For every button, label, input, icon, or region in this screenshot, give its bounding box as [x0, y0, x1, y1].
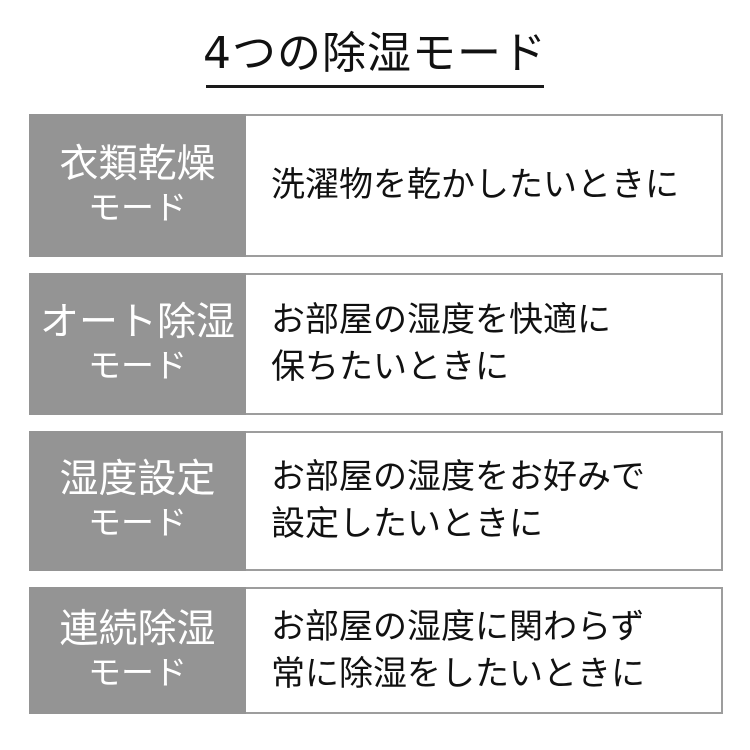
- mode-label-main: 連続除湿: [59, 606, 216, 652]
- mode-label-sub: モード: [88, 187, 187, 227]
- mode-description-cell: 洗濯物を乾かしたいときに: [246, 114, 723, 257]
- title-underline-rule: [206, 85, 544, 88]
- mode-list: 衣類乾燥 モード 洗濯物を乾かしたいときに オート除湿 モード お部屋の湿度を快…: [29, 114, 723, 714]
- mode-row: 連続除湿 モード お部屋の湿度に関わらず 常に除湿をしたいときに: [29, 587, 723, 714]
- mode-label-sub: モード: [88, 503, 187, 542]
- mode-label-cell: 連続除湿 モード: [29, 587, 246, 714]
- mode-description-line: 常に除湿をしたいときに: [271, 653, 645, 694]
- mode-label-sub: モード: [88, 652, 187, 692]
- mode-row: オート除湿 モード お部屋の湿度を快適に 保ちたいときに: [29, 273, 723, 415]
- mode-description-cell: お部屋の湿度をお好みで 設定したいときに: [246, 431, 723, 571]
- mode-label-cell: 湿度設定 モード: [29, 431, 246, 571]
- mode-label-sub: モード: [88, 346, 187, 385]
- mode-description-line: 設定したいときに: [271, 504, 543, 544]
- mode-description-line: 洗濯物を乾かしたいときに: [271, 165, 679, 205]
- mode-description-line: お部屋の湿度に関わらず: [271, 606, 645, 647]
- mode-label-main: 湿度設定: [59, 457, 216, 502]
- page-title: 4つの除湿モード: [203, 28, 547, 79]
- mode-label-cell: 衣類乾燥 モード: [29, 114, 246, 257]
- mode-row: 湿度設定 モード お部屋の湿度をお好みで 設定したいときに: [29, 431, 723, 571]
- mode-row: 衣類乾燥 モード 洗濯物を乾かしたいときに: [29, 114, 723, 257]
- mode-label-cell: オート除湿 モード: [29, 273, 246, 415]
- mode-label-main: オート除湿: [39, 300, 235, 345]
- mode-label-main: 衣類乾燥: [59, 141, 216, 187]
- mode-description-line: お部屋の湿度をお好みで: [271, 457, 645, 497]
- mode-description-line: お部屋の湿度を快適に: [271, 300, 611, 340]
- mode-description-line: 保ちたいときに: [271, 347, 509, 387]
- mode-description-cell: お部屋の湿度を快適に 保ちたいときに: [246, 273, 723, 415]
- mode-description-cell: お部屋の湿度に関わらず 常に除湿をしたいときに: [246, 587, 723, 714]
- page-title-block: 4つの除湿モード: [0, 28, 750, 88]
